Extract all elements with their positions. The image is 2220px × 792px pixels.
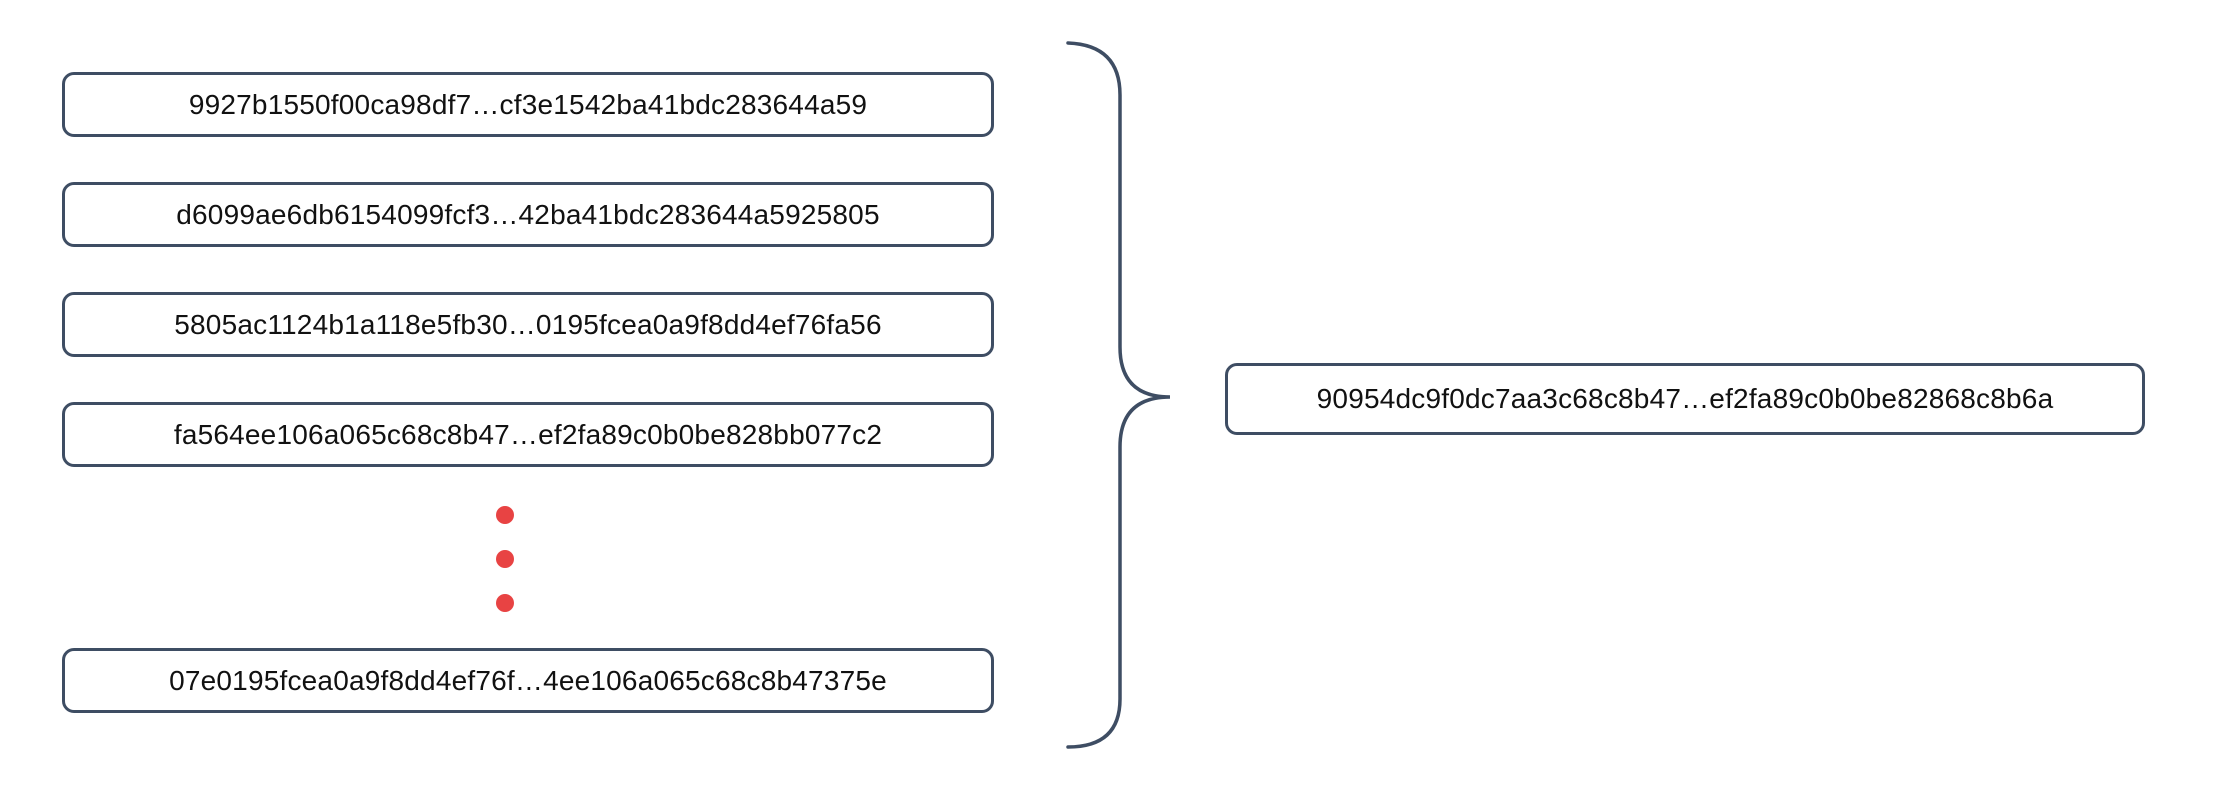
red-dot-icon — [496, 506, 514, 524]
input-hash-box: fa564ee106a065c68c8b47…ef2fa89c0b0be828b… — [62, 402, 994, 467]
input-hash-box: d6099ae6db6154099fcf3…42ba41bdc283644a59… — [62, 182, 994, 247]
vertical-ellipsis — [496, 506, 514, 612]
input-hash-box: 5805ac1124b1a118e5fb30…0195fcea0a9f8dd4e… — [62, 292, 994, 357]
input-hash-text: fa564ee106a065c68c8b47…ef2fa89c0b0be828b… — [173, 418, 883, 450]
input-hash-box: 9927b1550f00ca98df7…cf3e1542ba41bdc28364… — [62, 72, 994, 137]
input-hash-text: d6099ae6db6154099fcf3…42ba41bdc283644a59… — [176, 198, 880, 230]
input-hash-text: 07e0195fcea0a9f8dd4ef76f…4ee106a065c68c8… — [169, 664, 887, 696]
input-hash-box: 07e0195fcea0a9f8dd4ef76f…4ee106a065c68c8… — [62, 648, 994, 713]
input-hash-text: 9927b1550f00ca98df7…cf3e1542ba41bdc28364… — [188, 88, 868, 120]
output-hash-text: 90954dc9f0dc7aa3c68c8b47…ef2fa89c0b0be82… — [1316, 383, 2054, 414]
red-dot-icon — [496, 550, 514, 568]
output-hash-box: 90954dc9f0dc7aa3c68c8b47…ef2fa89c0b0be82… — [1225, 363, 2145, 435]
red-dot-icon — [496, 594, 514, 612]
input-hash-text: 5805ac1124b1a118e5fb30…0195fcea0a9f8dd4e… — [174, 308, 882, 340]
